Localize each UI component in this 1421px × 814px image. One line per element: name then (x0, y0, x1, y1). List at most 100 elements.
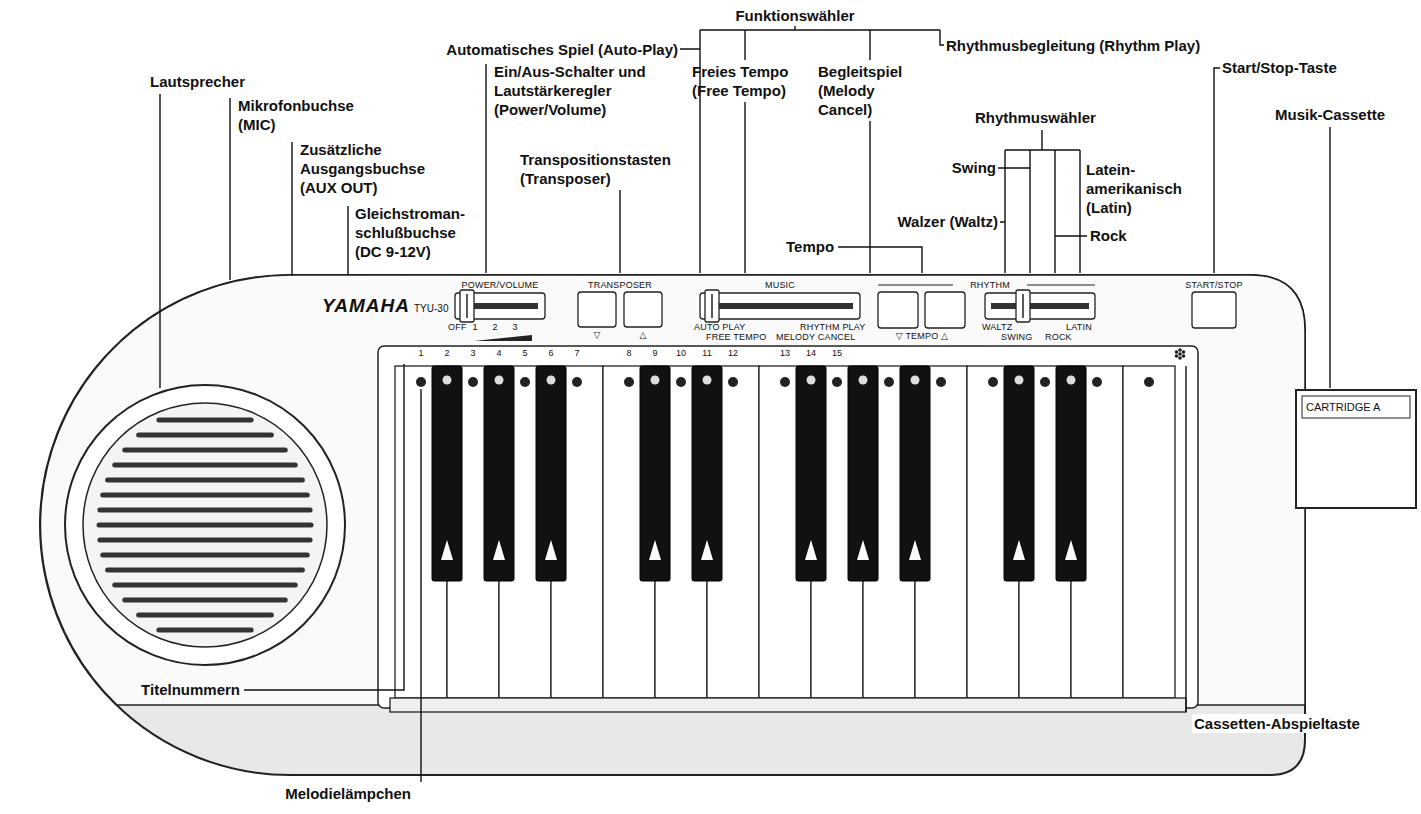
grille-slot (100, 508, 310, 513)
title-number: 12 (721, 348, 745, 358)
callout-label: Transpositionstasten (Transposer) (520, 150, 692, 188)
title-number: 9 (643, 348, 667, 358)
melody-lamp (520, 377, 530, 387)
white-key (1123, 366, 1175, 698)
grille-slot (100, 538, 310, 543)
callout-label: Walzer (Waltz) (870, 212, 998, 231)
grille-slot (125, 448, 285, 453)
panel-marking: START/STOP (1180, 280, 1248, 290)
tempo-button (878, 292, 918, 328)
key-highlight (1065, 540, 1077, 560)
melody-lamp (1144, 377, 1154, 387)
panel-marking: MELODY CANCEL (776, 332, 856, 342)
melody-lamp (1067, 376, 1076, 385)
key-highlight (805, 540, 817, 560)
callout-label: Rhythmusbegleitung (Rhythm Play) (946, 36, 1246, 55)
callout-label: Rhythmuswähler (975, 108, 1125, 127)
callout-label: Gleichstroman-schlußbuchse (DC 9-12V) (355, 204, 481, 261)
grille-slots (99, 420, 311, 630)
panel-marking: POWER/VOLUME (450, 280, 550, 290)
keyboard-frame (378, 346, 1198, 708)
title-number: 10 (669, 348, 693, 358)
panel-marking: OFF (448, 322, 472, 332)
callout-label: Rock (1090, 226, 1140, 245)
leader-lines (160, 26, 1330, 782)
melody-lamp (807, 376, 816, 385)
callout-label: Freies Tempo (Free Tempo) (692, 62, 810, 100)
melody-lamp (936, 377, 946, 387)
model-name: TYU-30 (414, 303, 454, 315)
keys (395, 366, 1175, 698)
black-key (484, 366, 514, 581)
key-highlight (545, 540, 557, 560)
callout-label: Automatisches Spiel (Auto-Play) (380, 40, 678, 59)
panel-marking: RHYTHM PLAY (800, 322, 866, 332)
melody-lamp (624, 377, 634, 387)
title-number: 2 (435, 348, 459, 358)
melody-lamp (703, 376, 712, 385)
key-highlight (1013, 540, 1025, 560)
grille-slot (115, 583, 295, 588)
speaker-grille (83, 403, 327, 647)
melody-lamp (468, 377, 478, 387)
grille-slot (139, 433, 272, 438)
title-number: 13 (773, 348, 797, 358)
top-face (40, 275, 1305, 705)
callout-label: Zusätzliche Ausgangsbuchse (AUX OUT) (300, 140, 435, 197)
melody-lamp (416, 377, 426, 387)
grille-slot (108, 478, 303, 483)
callout-label: Tempo (786, 237, 836, 256)
panel-marking: 3 (510, 322, 520, 332)
title-number: 3 (461, 348, 485, 358)
knob-mark (466, 294, 468, 318)
title-number: 8 (617, 348, 641, 358)
panel-marking: FREE TEMPO (706, 332, 772, 342)
grille-slot (99, 523, 311, 528)
melody-lamp (884, 377, 894, 387)
knob-mark (711, 294, 713, 318)
panel-marking: TRANSPOSER (572, 280, 668, 290)
panel-marking: ▽ TEMPO △ (872, 331, 972, 341)
black-key (900, 366, 930, 581)
panel-marking: ROCK (1045, 332, 1077, 342)
panel-marking: △ (624, 330, 662, 340)
grille-slot (159, 628, 251, 633)
grille-slot (103, 553, 308, 558)
title-number: 7 (565, 348, 589, 358)
panel-marking: SWING (1001, 332, 1037, 342)
callout-label: Begleitspiel (Melody Cancel) (818, 62, 920, 119)
melody-lamp (728, 377, 738, 387)
speaker-housing (65, 385, 345, 665)
callout-label: Musik-Cassette (1275, 105, 1410, 124)
grille-slot (103, 493, 308, 498)
rhythm-slider (985, 293, 1095, 319)
callout-label: Funktionswähler (720, 6, 870, 25)
callout-label: Titelnummern (110, 680, 240, 699)
key-highlight (701, 540, 713, 560)
grille-slot (108, 568, 303, 573)
panel-marking: LATIN (1066, 322, 1100, 332)
slider-knob (1016, 290, 1030, 322)
transposer-button (578, 292, 616, 327)
panel-marking: AUTO PLAY (694, 322, 756, 332)
callout-label: Swing (940, 158, 996, 177)
black-key (536, 366, 566, 581)
panel-marking: RHYTHM (955, 280, 1025, 290)
key-highlight (493, 540, 505, 560)
callout-label: Mikrofonbuchse (MIC) (238, 96, 373, 134)
melody-lamp (547, 376, 556, 385)
cassette-label-field (1302, 396, 1410, 418)
callout-label: Ein/Aus-Schalter und Lautstärkeregler (P… (494, 62, 679, 119)
title-number: 1 (409, 348, 433, 358)
key-highlight (441, 540, 453, 560)
melody-lamp (443, 376, 452, 385)
callout-label: Lautsprecher (150, 72, 280, 91)
melody-lamp (832, 377, 842, 387)
title-number: 11 (695, 348, 719, 358)
black-key (1056, 366, 1086, 581)
black-key (796, 366, 826, 581)
panel-marking: MUSIC (700, 280, 860, 290)
callout-label: Start/Stop-Taste (1222, 58, 1372, 77)
panel-marking: 2 (490, 322, 500, 332)
cassette-play-mark (1175, 348, 1186, 360)
